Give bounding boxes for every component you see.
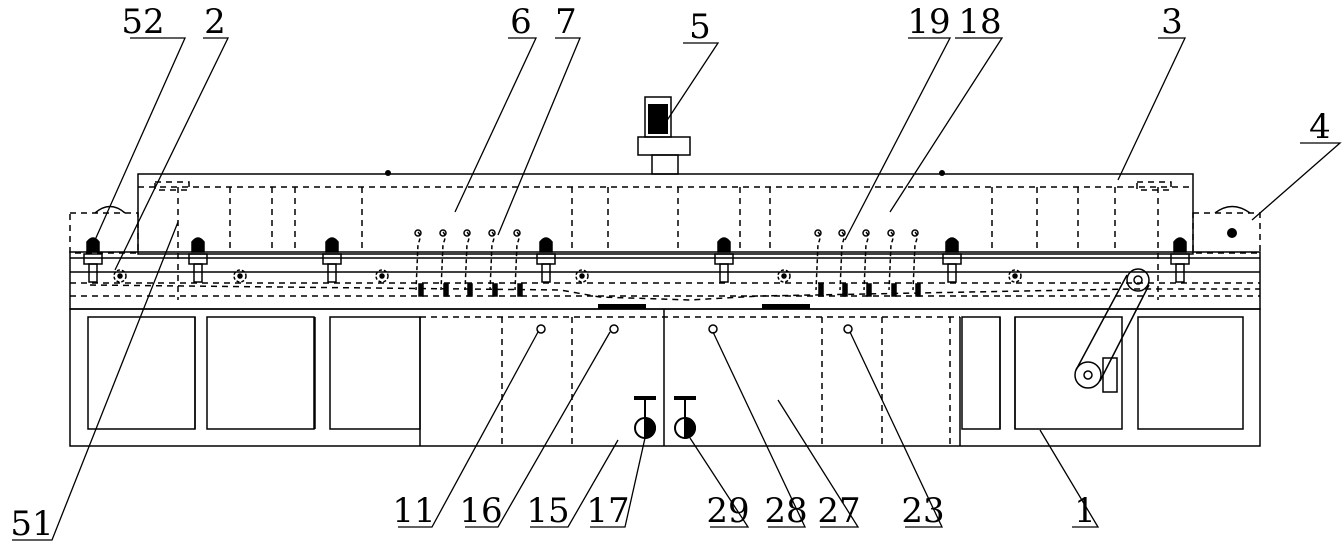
hook [862,229,872,297]
label-18: 18 [958,2,1001,42]
motor-neck [651,154,679,175]
gear [113,269,127,283]
base-window-3 [329,316,421,430]
label-15: 15 [526,491,569,531]
hook [838,229,848,297]
belt-drive [1074,268,1150,393]
label-2: 2 [204,2,226,42]
gear [233,269,247,283]
label-17: 17 [586,491,629,531]
gear [777,269,791,283]
clamp-post [322,237,342,283]
label-29: 29 [706,491,749,531]
label-7: 7 [555,2,577,42]
leader-lines [12,37,1342,541]
valve-29 [674,396,696,440]
label-16: 16 [459,491,502,531]
label-19: 19 [907,2,950,42]
base-window-2 [206,316,315,430]
base-window-1 [87,316,196,430]
label-4: 4 [1309,107,1331,147]
clamp-post [536,237,556,283]
clamp-post [83,237,103,283]
motor-base [637,136,691,156]
hook [911,229,921,297]
label-23: 23 [901,491,944,531]
clamp-post [942,237,962,283]
hook [414,229,424,297]
gear-wheels [113,269,1022,283]
base-window-5 [1014,316,1123,430]
right-end-block [1192,212,1261,254]
label-3: 3 [1161,2,1183,42]
clamp-posts [83,237,1190,283]
rail-bed [69,251,1261,310]
motor-body [644,96,672,138]
valve-17 [634,396,656,440]
hook [887,229,897,297]
hook [488,229,498,297]
hook [513,229,523,297]
label-51: 51 [10,504,53,544]
label-52: 52 [121,2,164,42]
center-partitions [420,316,960,446]
base-frame [69,308,1261,447]
label-11: 11 [392,491,435,531]
gear [575,269,589,283]
label-6: 6 [510,2,532,42]
clamp-post [188,237,208,283]
hook [463,229,473,297]
hook [814,229,824,297]
hook-arrays [414,229,921,297]
gear [375,269,389,283]
label-27: 27 [817,491,860,531]
main-housing [137,173,1194,255]
hook [439,229,449,297]
label-5: 5 [689,7,711,47]
clamp-post [1170,237,1190,283]
base-window-4 [961,316,1001,430]
label-28: 28 [764,491,807,531]
clamp-post [714,237,734,283]
gear [1008,269,1022,283]
base-window-6 [1137,316,1244,430]
label-1: 1 [1074,491,1096,531]
